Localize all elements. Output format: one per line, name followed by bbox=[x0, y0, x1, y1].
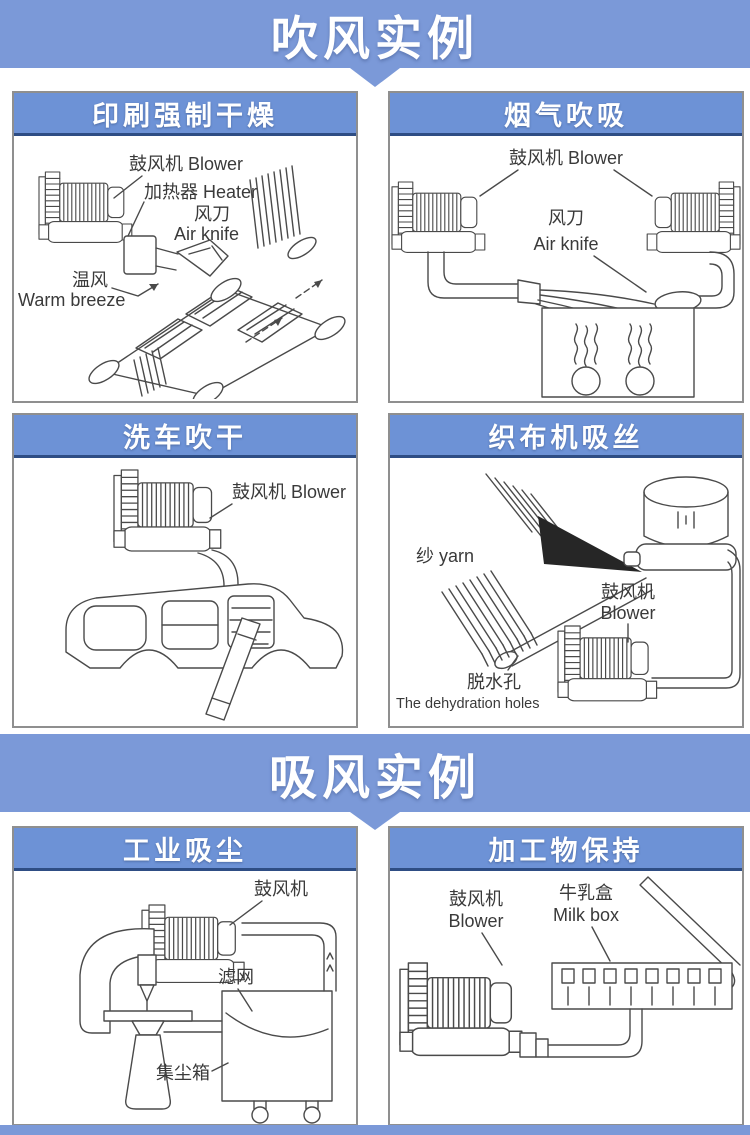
blower-label: 鼓风机 bbox=[254, 879, 308, 899]
air-knife-en-label: Air knife bbox=[174, 224, 239, 244]
panel-dust: 工业吸尘 鼓风机 滤 bbox=[12, 826, 358, 1126]
panel-title: 加工物保持 bbox=[390, 828, 742, 871]
dust-box-label: 集尘箱 bbox=[156, 1063, 210, 1083]
blower-illustration bbox=[646, 181, 741, 253]
heater-label: 加热器 Heater bbox=[144, 182, 257, 202]
blower-en-label: Blower bbox=[600, 603, 655, 623]
dust-diagram: 鼓风机 滤网 集尘箱 bbox=[79, 879, 337, 1124]
return-pipe bbox=[241, 922, 337, 992]
work-table bbox=[103, 1010, 193, 1022]
banner-suck-arrow-icon bbox=[350, 812, 400, 830]
banner-blow-arrow-icon bbox=[350, 68, 400, 87]
holes-cn-label: 脱水孔 bbox=[467, 672, 521, 692]
machine-pedestal bbox=[125, 1034, 172, 1110]
suction-table bbox=[551, 962, 733, 1010]
yarn-lines bbox=[485, 473, 578, 553]
print-drying-diagram: 鼓风机 Blower 加热器 Heater 风刀 Air knife 温风 Wa… bbox=[18, 154, 346, 399]
panel-title: 工业吸尘 bbox=[14, 828, 356, 871]
blower-illustration bbox=[557, 625, 658, 702]
panel-title: 织布机吸丝 bbox=[390, 415, 742, 458]
blower-en-label: Blower bbox=[448, 911, 503, 931]
blower-illustration bbox=[391, 181, 486, 253]
caster-wheel bbox=[251, 1106, 269, 1124]
loom-diagram: 纱 yarn 鼓风机 Blower 脱水孔 The dehydration ho… bbox=[396, 473, 741, 712]
milk-cn-label: 牛乳盒 bbox=[559, 883, 613, 903]
panel-title: 烟气吹吸 bbox=[390, 93, 742, 136]
banner-blow-title: 吹风实例 bbox=[271, 11, 479, 65]
machine-frame bbox=[79, 928, 155, 1034]
blower-label: 鼓风机 Blower bbox=[129, 154, 243, 174]
bottom-strip bbox=[0, 1125, 750, 1135]
filter-screen bbox=[225, 1012, 329, 1038]
caster-wheel bbox=[303, 1106, 321, 1124]
conveyor-ramp bbox=[639, 876, 741, 974]
suction-cone bbox=[538, 516, 642, 572]
filter-label: 滤网 bbox=[218, 967, 254, 987]
panel-title: 洗车吹干 bbox=[14, 415, 356, 458]
banner-suck-title: 吸风实例 bbox=[268, 752, 481, 805]
air-knife-shape bbox=[176, 239, 229, 277]
air-knife-cn-label: 风刀 bbox=[548, 208, 584, 228]
panel-holding: 加工物保持 鼓风机 Blower 牛乳盒 Milk box bbox=[388, 826, 744, 1126]
air-knife-en-label: Air knife bbox=[533, 234, 598, 254]
car-outline bbox=[65, 583, 344, 669]
left-pipe bbox=[427, 251, 519, 299]
holding-diagram: 鼓风机 Blower 牛乳盒 Milk box bbox=[399, 876, 741, 1058]
yarn-web bbox=[441, 570, 532, 655]
left-nozzle bbox=[517, 279, 541, 305]
panel-loom: 织布机吸丝 纱 yarn 鼓风机 Blower 脱水孔 bbox=[388, 413, 744, 728]
warm-en-label: Warm breeze bbox=[18, 290, 125, 310]
dust-box bbox=[221, 990, 333, 1102]
milk-en-label: Milk box bbox=[553, 905, 619, 925]
panel-title: 印刷强制干燥 bbox=[14, 93, 356, 136]
banner-blow: 吹风实例 bbox=[0, 0, 750, 68]
warm-cn-label: 温风 bbox=[72, 270, 108, 290]
suction-pipe bbox=[547, 1008, 643, 1058]
smoke-box bbox=[541, 307, 695, 398]
right-pipe bbox=[693, 251, 735, 309]
heater-box bbox=[123, 235, 157, 275]
panel-print-drying: 印刷强制干燥 bbox=[12, 91, 358, 403]
blower-illustration bbox=[399, 962, 523, 1057]
blower-cn-label: 鼓风机 bbox=[601, 582, 655, 602]
blower-illustration bbox=[113, 469, 222, 552]
return-pipe bbox=[651, 549, 741, 689]
banner-suck: 吸风实例 bbox=[0, 734, 750, 812]
air-knife-wand bbox=[205, 617, 261, 721]
panel-car-wash: 洗车吹干 鼓风机 Blower bbox=[12, 413, 358, 728]
printed-sheets bbox=[133, 165, 301, 397]
smoke-waves bbox=[573, 323, 653, 367]
smoke-diagram: 鼓风机 Blower 风刀 Air knife bbox=[391, 148, 741, 398]
suction-device bbox=[643, 476, 729, 508]
panel-smoke: 烟气吹吸 鼓风机 Blower 风刀 Air knife bbox=[388, 91, 744, 403]
holes-en-label: The dehydration holes bbox=[396, 696, 540, 712]
yarn-label: 纱 yarn bbox=[416, 546, 474, 566]
air-flow-lines bbox=[229, 607, 273, 645]
milk-boxes bbox=[561, 968, 722, 984]
blower-label: 鼓风机 Blower bbox=[232, 482, 346, 502]
air-knife-cn-label: 风刀 bbox=[194, 204, 230, 224]
suction-pipe bbox=[163, 1020, 223, 1033]
blower-illustration bbox=[38, 171, 133, 243]
blower-cn-label: 鼓风机 bbox=[449, 889, 503, 909]
dehydration-holes-marks bbox=[481, 632, 538, 667]
air-streams bbox=[535, 289, 655, 333]
car-wash-diagram: 鼓风机 Blower bbox=[65, 469, 346, 721]
suction-duct bbox=[505, 577, 653, 667]
blower-label: 鼓风机 Blower bbox=[509, 148, 623, 168]
